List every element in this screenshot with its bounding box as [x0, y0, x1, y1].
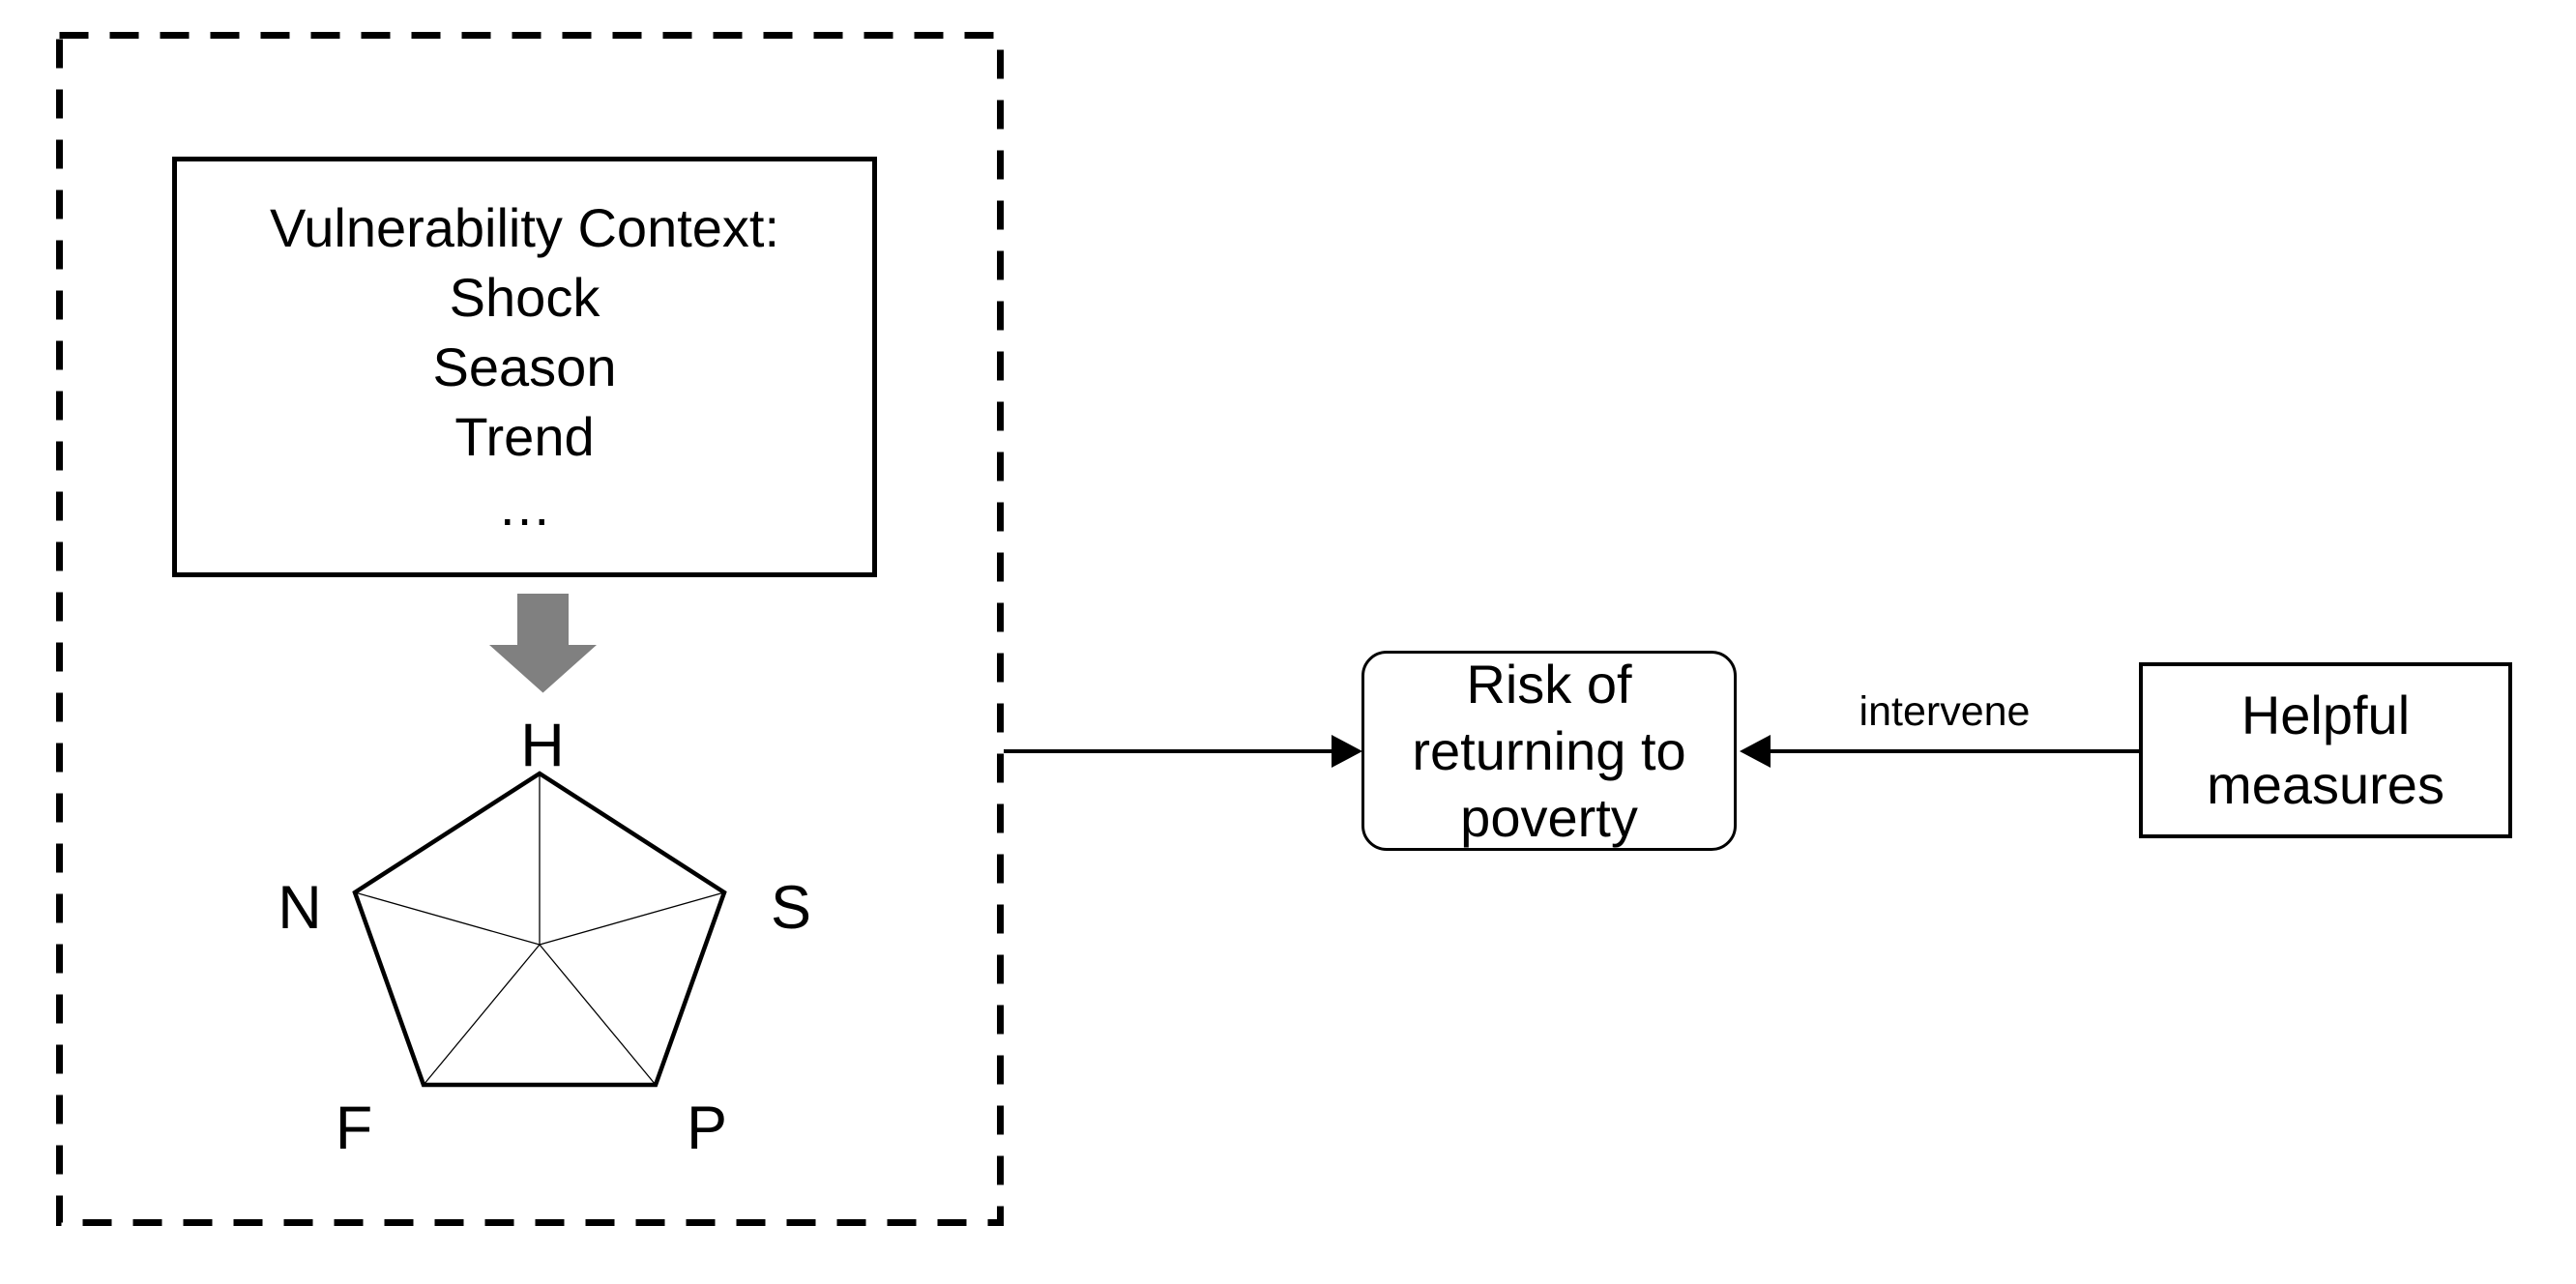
vulnerability-context-title: Vulnerability Context: — [269, 196, 780, 258]
pentagon-label-h: H — [520, 712, 565, 779]
spoke-n — [354, 891, 541, 946]
spoke-p — [539, 944, 657, 1086]
spoke-f — [423, 944, 541, 1086]
down-arrow-icon — [489, 594, 597, 693]
vulnerability-item-shock: Shock — [449, 266, 600, 328]
arrow-measures-to-risk-head — [1740, 735, 1771, 768]
vulnerability-item-trend: Trend — [454, 405, 595, 467]
vulnerability-context-box: Vulnerability Context: Shock Season Tren… — [172, 157, 877, 577]
pentagon-label-f: F — [336, 1094, 372, 1162]
risk-of-returning-to-poverty-box: Risk of returning to poverty — [1361, 651, 1737, 851]
helpful-box-line: Helpful — [2240, 685, 2411, 745]
pentagon-label-p: P — [687, 1094, 727, 1162]
vulnerability-item-ellipsis: … — [497, 475, 552, 537]
risk-box-line: poverty — [1460, 787, 1638, 848]
vulnerability-item-season: Season — [432, 336, 617, 397]
asset-pentagon-spokes — [354, 773, 725, 1086]
pentagon-label-n: N — [278, 874, 322, 942]
risk-box-line: returning to — [1412, 720, 1686, 781]
arrow-context-to-risk — [1004, 735, 1362, 768]
arrow-measures-to-risk — [1740, 735, 2139, 768]
pentagon-label-s: S — [771, 874, 811, 942]
dashed-context-region — [56, 32, 1004, 1226]
spoke-s — [539, 891, 725, 946]
risk-box-line: Risk of — [1466, 654, 1632, 715]
arrow-context-to-risk-head — [1332, 735, 1362, 768]
intervene-arrow-label: intervene — [1859, 688, 2031, 735]
helpful-measures-box: Helpful measures — [2139, 662, 2512, 838]
helpful-box-line: measures — [2207, 754, 2444, 815]
